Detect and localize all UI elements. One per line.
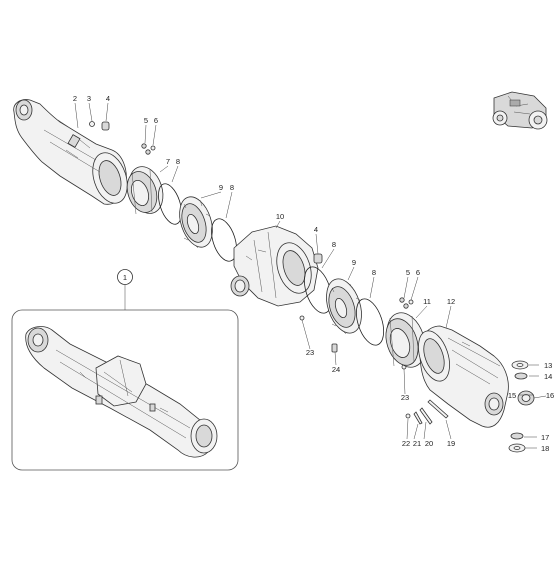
callout-2: 2: [73, 94, 77, 103]
brake-disc-part-9-b: [326, 278, 362, 335]
washer-part-17: [510, 432, 524, 440]
screws-5-6-lower: [399, 297, 414, 309]
callout-7: 7: [166, 157, 170, 166]
callout-23-b: 23: [401, 393, 409, 402]
tractor-thumbnail: [492, 91, 548, 130]
left-axle-housing: [13, 99, 128, 205]
callout-15: 15: [508, 391, 516, 400]
callout-18: 18: [541, 444, 549, 453]
leader-lines: [74, 102, 547, 449]
callout-1: 1: [123, 273, 127, 282]
o-ring-part-8-a: [158, 183, 182, 225]
callout-5-upper: 5: [144, 116, 148, 125]
callout-20: 20: [425, 439, 433, 448]
washer-part-13: [511, 360, 529, 370]
callout-23-a: 23: [306, 348, 314, 357]
callout-8-b: 8: [230, 183, 234, 192]
callout-19: 19: [447, 439, 455, 448]
assembled-axle-illustration: [25, 326, 218, 458]
callout-3: 3: [87, 94, 91, 103]
bolt-part-19: [427, 399, 449, 419]
callout-11: 11: [423, 297, 431, 306]
callout-8-c: 8: [332, 240, 336, 249]
breather-part-4-middle: [313, 253, 323, 264]
breather-part-4-upper: [101, 121, 110, 131]
callout-14: 14: [544, 372, 552, 381]
callout-10: 10: [276, 212, 284, 221]
bolt-part-3: [89, 121, 95, 127]
screw-part-24: [331, 343, 338, 353]
callout-4-upper: 4: [106, 94, 110, 103]
callout-12: 12: [447, 297, 455, 306]
callout-8-a: 8: [176, 157, 180, 166]
callout-6-lower: 6: [416, 268, 420, 277]
callout-9-a: 9: [219, 183, 223, 192]
callout-9-b: 9: [352, 258, 356, 267]
brake-disc-part-9-a: [179, 196, 213, 249]
callout-5-lower: 5: [406, 268, 410, 277]
callout-13: 13: [544, 361, 552, 370]
washer-part-18: [508, 443, 526, 453]
bolt-part-20: [419, 407, 433, 425]
o-ring-part-8-b: [211, 218, 237, 262]
callout-6-upper: 6: [154, 116, 158, 125]
callout-16: 16: [546, 391, 554, 400]
callout-17: 17: [541, 433, 549, 442]
differential-housing-part-10: [230, 225, 319, 307]
ring-carrier-part-11: [385, 312, 426, 368]
callout-1-marker: [117, 269, 133, 285]
callout-21: 21: [413, 439, 421, 448]
bolt-part-22: [405, 413, 411, 419]
callout-24: 24: [332, 365, 340, 374]
right-axle-housing: [418, 325, 509, 428]
callout-4-middle: 4: [314, 225, 318, 234]
seal-part-16: [517, 390, 535, 406]
bolt-part-21: [413, 411, 423, 425]
washer-part-14: [514, 372, 528, 380]
o-ring-part-8-d: [355, 298, 385, 346]
callout-22: 22: [402, 439, 410, 448]
screws-5-6-upper: [141, 143, 156, 155]
pin-part-23-a: [299, 315, 305, 321]
callout-labels: 1 2 3 4 5 6 7 8 9 8 10 4 8 9 8 5 6 11 12…: [73, 94, 554, 453]
callout-8-d: 8: [372, 268, 376, 277]
